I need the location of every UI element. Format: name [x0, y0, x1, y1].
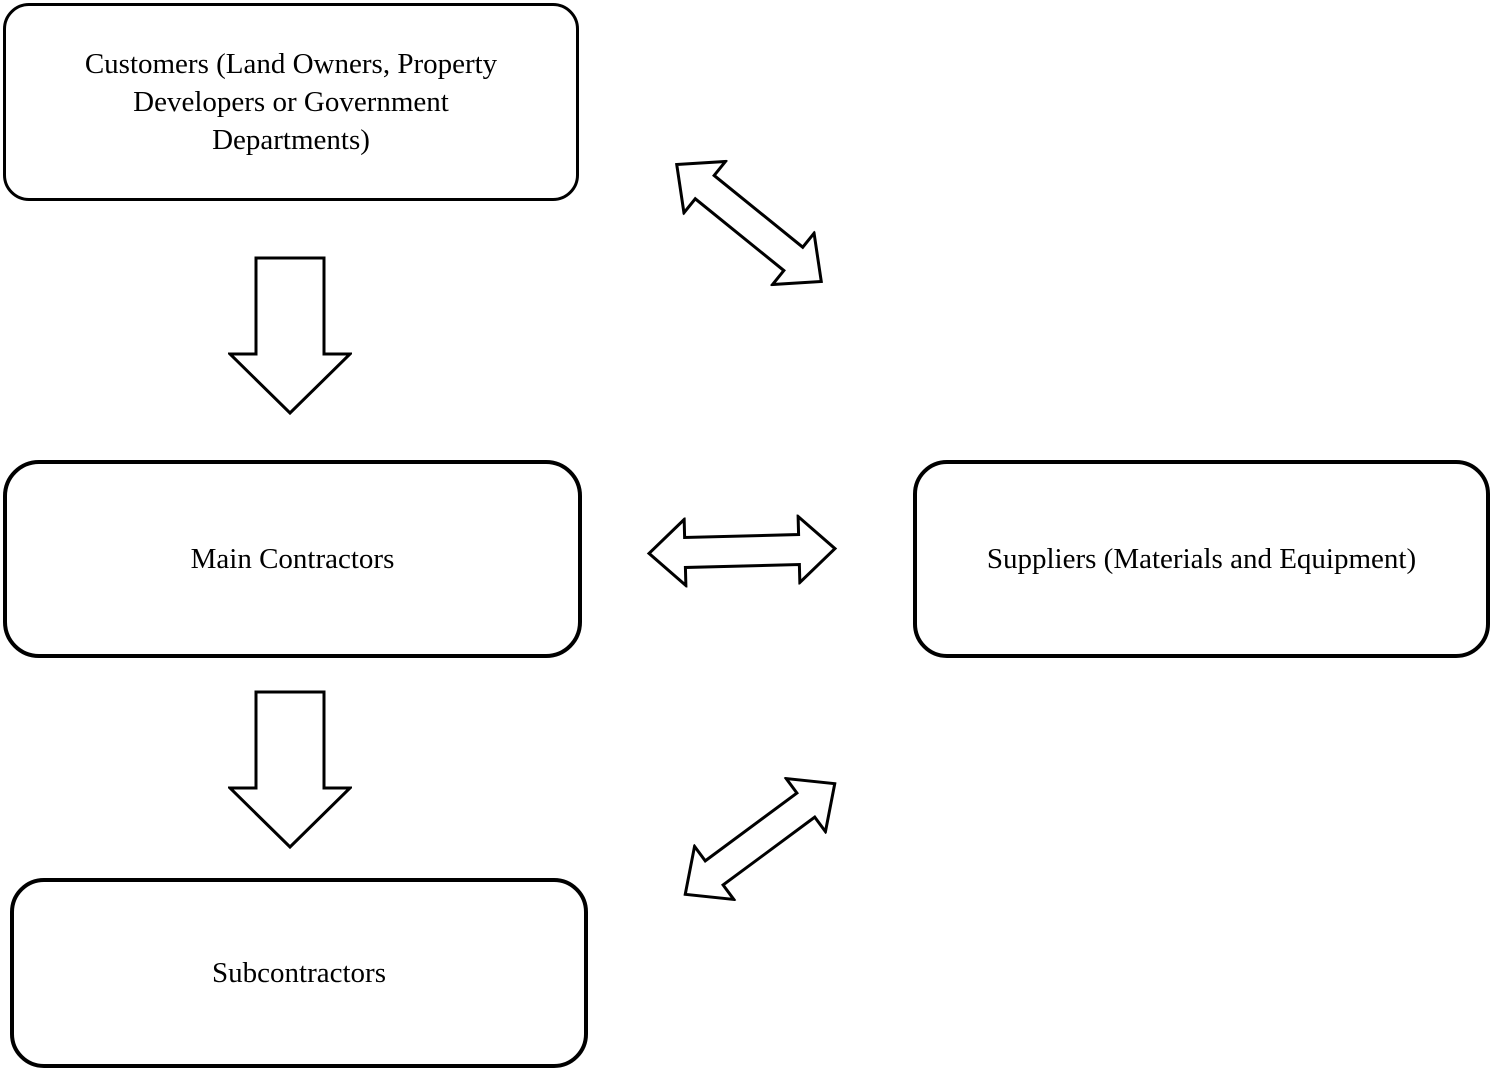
- down-block-arrow-main-contractors-to-subcontractors-icon: [228, 690, 352, 850]
- main-contractors-box: Main Contractors: [3, 460, 582, 658]
- subcontractors-label: Subcontractors: [212, 956, 386, 989]
- double-arrow-subcontractors-suppliers-icon: [683, 776, 837, 902]
- down-block-arrow-customers-to-main-contractors-icon: [228, 256, 352, 416]
- customers-box: Customers (Land Owners, Property Develop…: [3, 3, 579, 201]
- subcontractors-box: Subcontractors: [10, 878, 588, 1068]
- suppliers-box: Suppliers (Materials and Equipment): [913, 460, 1490, 658]
- double-arrow-main-contractors-suppliers-icon: [646, 513, 838, 589]
- suppliers-label: Suppliers (Materials and Equipment): [986, 542, 1417, 575]
- main-contractors-label: Main Contractors: [190, 542, 395, 575]
- customers-label: Customers (Land Owners, Property Develop…: [84, 47, 498, 157]
- double-arrow-customers-suppliers-icon: [675, 159, 823, 287]
